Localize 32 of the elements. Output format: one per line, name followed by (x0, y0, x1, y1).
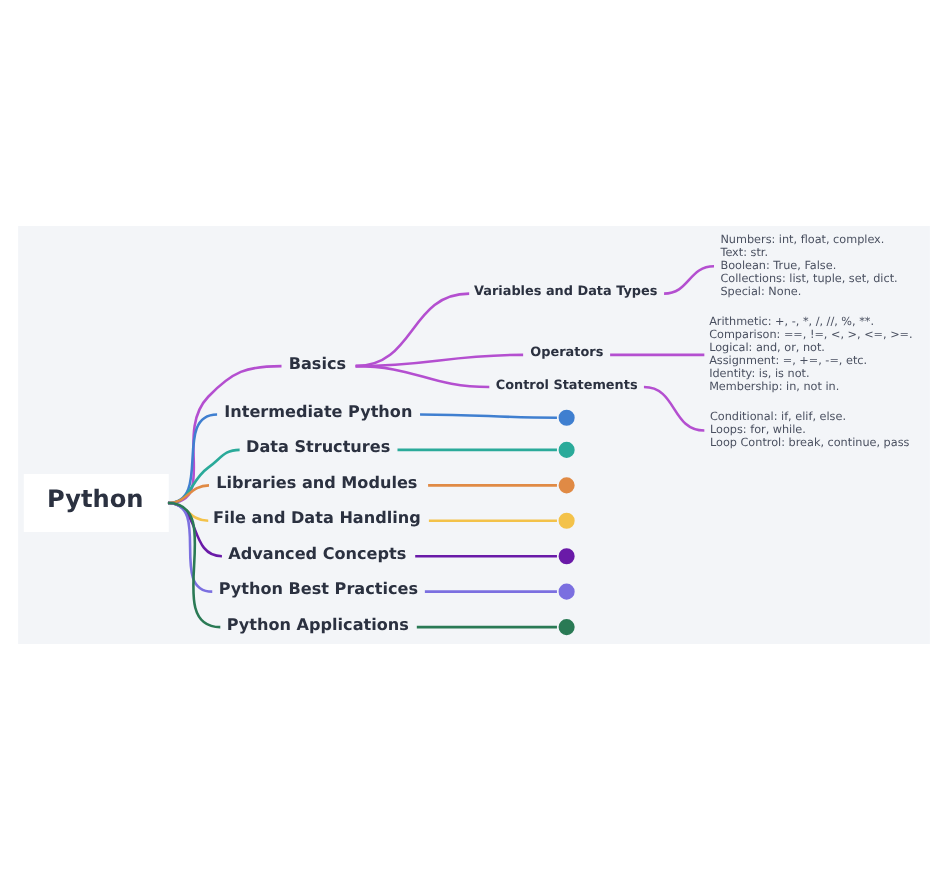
connector (167, 364, 282, 505)
node-text: Basics (288, 354, 347, 373)
node-text: Python Applications (226, 615, 409, 634)
node-text: Intermediate Python (224, 402, 413, 421)
node-circle (558, 619, 575, 636)
node-text: Python Best Practices (218, 580, 418, 599)
connector (663, 265, 715, 295)
node-text: Data Structures (246, 438, 391, 457)
node-circle (558, 512, 575, 529)
node-circle (558, 409, 575, 426)
node-circle (558, 548, 575, 565)
connector (397, 448, 557, 452)
node-circle (558, 477, 575, 494)
connector (167, 413, 218, 505)
connector (167, 448, 240, 505)
node-text: Libraries and Modules (216, 473, 418, 492)
connector (643, 385, 705, 432)
connector (167, 484, 210, 505)
connector (428, 484, 557, 487)
connector (428, 519, 557, 523)
connector (416, 625, 557, 629)
node-circle (558, 583, 575, 600)
node-text: File and Data Handling (213, 509, 421, 528)
connector (420, 413, 557, 419)
connector (355, 292, 470, 368)
node-circle (558, 441, 575, 458)
connector (415, 554, 557, 558)
node-box: Python (23, 474, 169, 533)
connector (610, 353, 705, 357)
connector (424, 590, 557, 593)
node-text: Advanced Concepts (228, 544, 407, 563)
connector (355, 364, 490, 389)
